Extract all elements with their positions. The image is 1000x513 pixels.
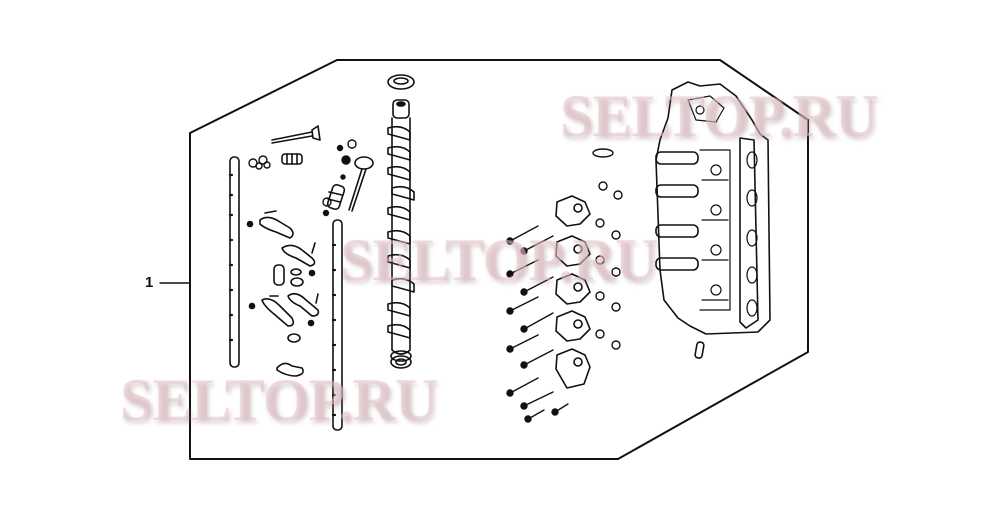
rocker-arm-3 bbox=[248, 295, 295, 327]
rocker-spacer bbox=[276, 333, 304, 377]
rocker-arm-1 bbox=[246, 210, 294, 239]
camshaft-end-seal bbox=[390, 355, 412, 369]
camshaft bbox=[387, 99, 415, 362]
cylinder-head bbox=[655, 81, 771, 335]
rocker-arm-2 bbox=[281, 242, 316, 267]
dowel-pins bbox=[592, 148, 623, 350]
rocker-arm-shaft-right bbox=[331, 219, 343, 431]
camshaft-oil-seal bbox=[387, 74, 415, 90]
valve-spring-upper bbox=[281, 153, 303, 165]
callout-number-1: 1 bbox=[145, 274, 154, 291]
rocker-arm-4 bbox=[287, 292, 320, 327]
parts-kit-frame bbox=[189, 59, 809, 460]
rocker-arm-shaft-left bbox=[228, 156, 240, 368]
intake-valve bbox=[271, 125, 321, 144]
head-dowel-bolt bbox=[694, 341, 705, 359]
rocker-spacer-collar bbox=[273, 264, 316, 287]
valve-retainers bbox=[248, 139, 357, 217]
exhaust-valve bbox=[348, 156, 374, 212]
valve-spring-lower bbox=[326, 183, 346, 211]
camshaft-holders bbox=[555, 195, 591, 389]
holder-bolts bbox=[506, 225, 569, 423]
